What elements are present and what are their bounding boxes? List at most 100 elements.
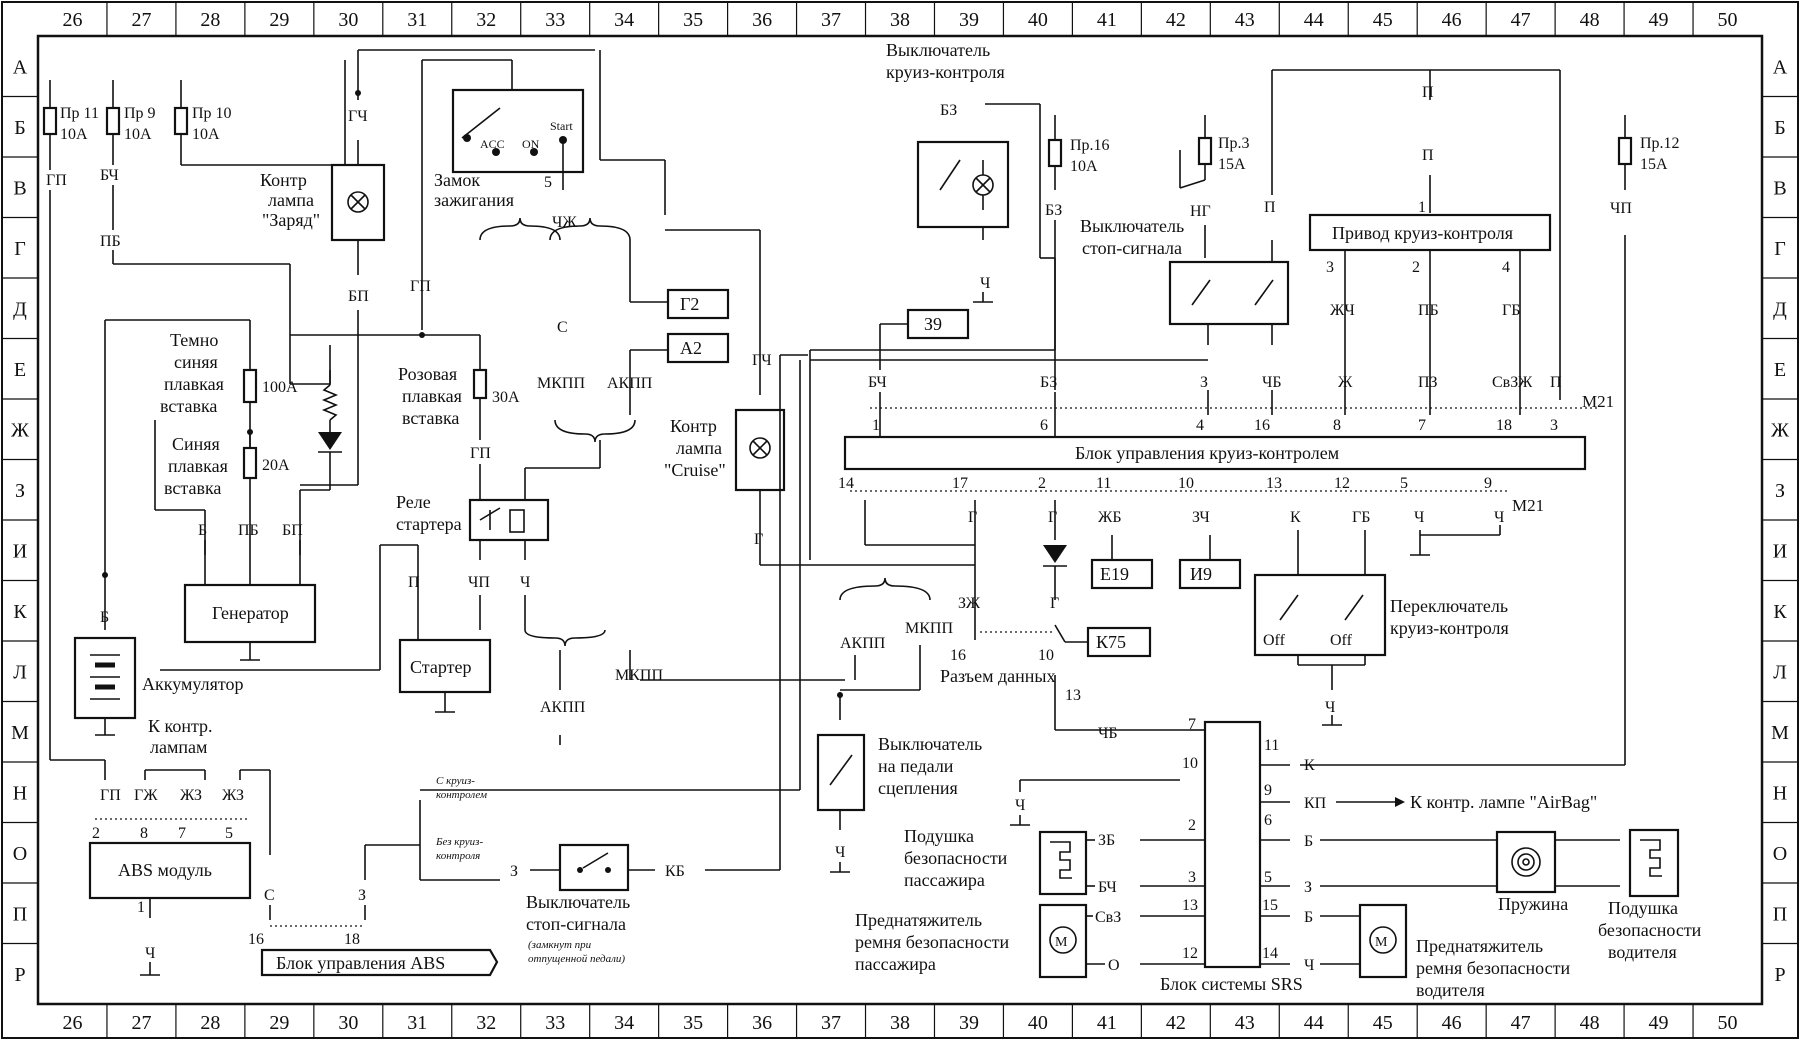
cruise-selector: Off Off Ч Переключатель круиз-контроля xyxy=(1253,573,1509,726)
srs-pin-12: 12 xyxy=(1182,945,1198,962)
grid-row-left-14: П xyxy=(13,903,27,925)
ecu-pin-5: 5 xyxy=(1400,475,1408,492)
ecu-pin-14: 14 xyxy=(838,475,854,492)
grid-col-bottom-33: 33 xyxy=(545,1012,565,1034)
wire-ch-selector: Ч xyxy=(1325,699,1335,716)
abs-module: К контр. лампам ГП ГЖ ЖЗ ЖЗ 2 8 7 5 ABS … xyxy=(88,716,271,976)
grid-col-bottom-29: 29 xyxy=(269,1012,289,1034)
brake-top-label-1: Выключатель xyxy=(1080,216,1184,236)
wire-akpp-3: АКПП xyxy=(840,635,886,652)
battery: Б Аккумулятор xyxy=(73,544,418,736)
wire-ch-clutch: Ч xyxy=(835,844,845,861)
cruise-lamp-label-1: Контр xyxy=(670,416,717,436)
starter: Стартер П АКПП МКПП xyxy=(398,545,663,745)
grid-col-bottom-46: 46 xyxy=(1442,1012,1462,1034)
wire-k-srs: К xyxy=(1304,757,1315,774)
airbag-pass-label-3: пассажира xyxy=(904,870,985,890)
ecu-pin-7: 7 xyxy=(1418,417,1426,434)
wire-b: Б xyxy=(198,522,207,539)
with-cruise-1: С круиз- xyxy=(436,775,475,787)
clutch-label-3: сцепления xyxy=(878,778,958,798)
fuse-pr11-rating: 10А xyxy=(60,126,88,143)
without-cruise-2: контроля xyxy=(436,850,480,862)
fuse-pr16-rating: 10А xyxy=(1070,158,1098,175)
grid-col-top-31: 31 xyxy=(407,9,427,31)
abs-pin-2: 2 xyxy=(92,825,100,842)
ecu-pin-17: 17 xyxy=(952,475,968,492)
connector-i9: И9 xyxy=(1178,558,1242,590)
cruise-ecu: М21 1 6 4 16 8 7 18 3 Блок управления кр… xyxy=(838,392,1614,640)
wire-o: О xyxy=(1108,957,1120,974)
grid-col-bottom-32: 32 xyxy=(476,1012,496,1034)
airbag-drv-label-1: Подушка xyxy=(1608,898,1678,918)
svg-text:M: M xyxy=(1055,935,1068,950)
wire-svz: СвЗ xyxy=(1095,909,1121,926)
grid-col-top-32: 32 xyxy=(476,9,496,31)
wire-z-abs: З xyxy=(358,887,366,904)
grid-col-top-29: 29 xyxy=(269,9,289,31)
grid-row-left-9: К xyxy=(13,601,27,623)
relay-label-1: Реле xyxy=(396,492,431,512)
wire-gb-2: ГБ xyxy=(1352,509,1370,526)
grid-col-top-35: 35 xyxy=(683,9,703,31)
wire-akpp-2: АКПП xyxy=(540,699,586,716)
grid-row-left-2: В xyxy=(13,177,26,199)
grid-col-bottom-42: 42 xyxy=(1166,1012,1186,1034)
fuse-pr16-name: Пр.16 xyxy=(1070,137,1110,154)
pin-1-actuator: 1 xyxy=(1418,199,1426,216)
wire-chp: ЧП xyxy=(468,574,490,591)
wire-k: К xyxy=(1290,509,1301,526)
connector-a2: А2 xyxy=(666,332,730,364)
wire-gzh: ГЖ xyxy=(134,787,158,804)
pink-label-1: Розовая xyxy=(398,364,457,384)
wire-bz-ecu: БЗ xyxy=(1040,374,1057,391)
pin-5: 5 xyxy=(544,174,552,191)
dark-blue-label-1: Темно xyxy=(170,330,218,350)
charge-lamp-label-2: лампа xyxy=(268,190,314,210)
grid-col-bottom-26: 26 xyxy=(62,1012,82,1034)
fuse-pr3: Пр.3 15А НГ xyxy=(1179,115,1250,258)
wire-gch: ГЧ xyxy=(348,108,368,125)
fuse-pr3-name: Пр.3 xyxy=(1218,135,1250,152)
grid-row-right-10: Л xyxy=(1773,661,1787,683)
pretens-pass-label-2: ремня безопасности xyxy=(855,932,1009,952)
pretens-drv-label-3: водителя xyxy=(1416,980,1485,1000)
cruise-switch-label-1: Выключатель xyxy=(886,40,990,60)
airbag-drv-label-2: безопасности xyxy=(1598,920,1702,940)
data-connector: ЗЖ Г К75 16 10 Разъем данных 13 xyxy=(940,595,1190,731)
brake-bottom-label-2: стоп-сигнала xyxy=(526,914,626,934)
grid-col-top-49: 49 xyxy=(1649,9,1669,31)
wire-bp: БП xyxy=(282,522,303,539)
grid-col-top-41: 41 xyxy=(1097,9,1117,31)
grid-col-bottom-50: 50 xyxy=(1718,1012,1738,1034)
wire-bz-2: БЗ xyxy=(1045,202,1062,219)
wire-kp: КП xyxy=(1304,795,1327,812)
fuse-pr16: Пр.16 10А БЗ xyxy=(809,115,1110,360)
fuse-100a: 100А xyxy=(262,379,298,396)
cruise-switch: Выключатель круиз-контроля БЗ Ч xyxy=(886,40,1056,390)
brake-note-2: отпущенной педали) xyxy=(528,953,625,965)
grid-col-top-42: 42 xyxy=(1166,9,1186,31)
fuse-pr9-name: Пр 9 xyxy=(124,105,156,122)
wire-ch-srs-2: Ч xyxy=(1304,957,1314,974)
grid-col-bottom-38: 38 xyxy=(890,1012,910,1034)
grid-row-right-11: М xyxy=(1771,722,1789,744)
wire-mkpp: МКПП xyxy=(537,375,585,392)
spring-label: Пружина xyxy=(1498,894,1568,914)
airbag-passenger: Подушка безопасности пассажира xyxy=(904,826,1088,896)
abs-ecu-pin-18: 18 xyxy=(344,931,360,948)
grid-row-left-12: Н xyxy=(13,782,27,804)
wire-g-17: Г xyxy=(968,509,977,526)
wire-chb-srs: ЧБ xyxy=(1098,725,1118,742)
fuse-blue: 20А Синяя плавкая вставка xyxy=(154,420,290,555)
grid-col-top-47: 47 xyxy=(1511,9,1531,31)
grid-row-left-6: Ж xyxy=(11,419,29,441)
grid-col-top-28: 28 xyxy=(200,9,220,31)
grid-row-left-7: З xyxy=(15,480,25,502)
ign-start-label: Start xyxy=(550,119,573,133)
ecu-pin-6: 6 xyxy=(1040,417,1048,434)
grid-row-right-14: П xyxy=(1773,903,1787,925)
grid-row-left-5: Е xyxy=(14,359,26,381)
connector-e19-label: Е19 xyxy=(1100,564,1129,584)
data-connector-label: Разъем данных xyxy=(940,666,1056,686)
